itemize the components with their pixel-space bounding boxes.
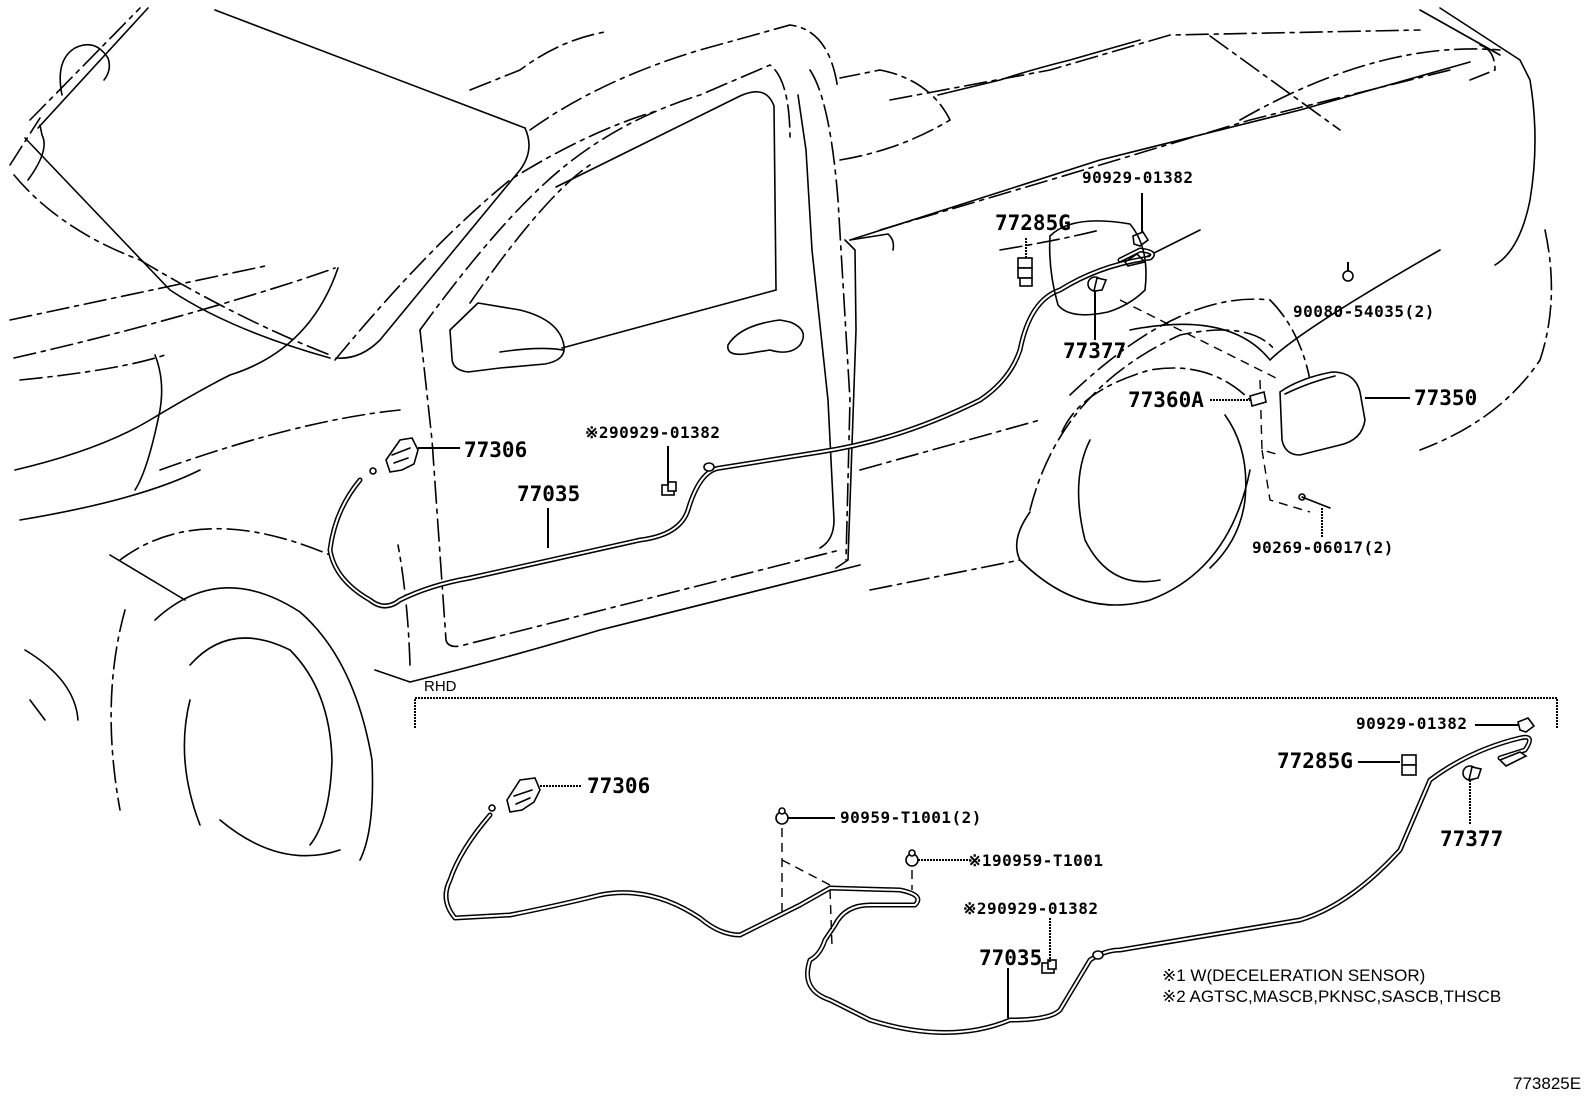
label-90959-T1001-note1[interactable]: ※190959-T1001	[968, 851, 1104, 870]
cable-rhd-view	[443, 734, 1532, 1035]
cable-grommet-main	[703, 462, 715, 472]
clip-90959-T1001-b[interactable]	[905, 849, 919, 867]
lock-cylinder-77377-rhd[interactable]	[1462, 765, 1483, 782]
label-77306-rhd[interactable]: 77306	[587, 774, 651, 798]
rhd-section-bracket	[414, 697, 1558, 728]
figure-id: 773825E	[1513, 1074, 1582, 1093]
footnote-1: ※1 W(DECELERATION SENSOR)	[1162, 966, 1426, 985]
clip-90959-T1001-a[interactable]	[775, 807, 789, 825]
section-label-rhd: RHD	[424, 678, 457, 695]
leader-lines	[418, 193, 1518, 1018]
label-77285G-main[interactable]: 77285G	[995, 211, 1071, 235]
label-77350[interactable]: 77350	[1414, 386, 1478, 410]
label-clamp-note2-rhd[interactable]: ※290929-01382	[963, 899, 1099, 918]
label-77035-rhd[interactable]: 77035	[979, 946, 1043, 970]
lock-lever-77306-main[interactable]	[369, 437, 419, 475]
label-clamp-note2-main[interactable]: ※290929-01382	[585, 423, 721, 442]
label-77306-main[interactable]: 77306	[464, 438, 528, 462]
footnote-2: ※2 AGTSC,MASCB,PKNSC,SASCB,THSCB	[1162, 987, 1502, 1006]
bracket-77285G-main[interactable]	[1017, 257, 1033, 287]
label-90929-01382-rhd[interactable]: 90929-01382	[1356, 714, 1468, 733]
label-90959-T1001[interactable]: 90959-T1001(2)	[840, 808, 982, 827]
clamp-90929-01382-rhd[interactable]	[1517, 717, 1536, 733]
cable-main-view	[327, 247, 1155, 609]
label-77377-rhd[interactable]: 77377	[1440, 827, 1504, 851]
vehicle-outline	[9, 7, 1553, 861]
label-77285G-rhd[interactable]: 77285G	[1277, 749, 1353, 773]
label-90269-06017[interactable]: 90269-06017(2)	[1252, 538, 1394, 557]
bracket-77285G-rhd[interactable]	[1401, 754, 1417, 776]
cable-end-rhd	[1498, 751, 1528, 767]
label-90929-01382-main[interactable]: 90929-01382	[1082, 168, 1194, 187]
fuel-door-opening-main	[1048, 220, 1147, 316]
clamp-90929-01382-rhd-note2[interactable]	[1041, 959, 1057, 974]
lock-cylinder-77377-main[interactable]	[1087, 276, 1108, 292]
screw-90269-06017[interactable]	[1298, 493, 1331, 509]
label-90080-54035[interactable]: 90080-54035(2)	[1293, 302, 1435, 321]
label-77035-main[interactable]: 77035	[517, 482, 581, 506]
stopper-90080-54035[interactable]	[1342, 270, 1354, 282]
hinge-77360A[interactable]	[1249, 390, 1267, 408]
lock-lever-77306-rhd[interactable]	[488, 777, 541, 813]
label-77377-main[interactable]: 77377	[1063, 339, 1127, 363]
label-77360A[interactable]: 77360A	[1128, 388, 1204, 412]
fuel-lid-77350[interactable]	[1279, 371, 1366, 456]
cable-grommet-rhd	[1092, 950, 1104, 960]
